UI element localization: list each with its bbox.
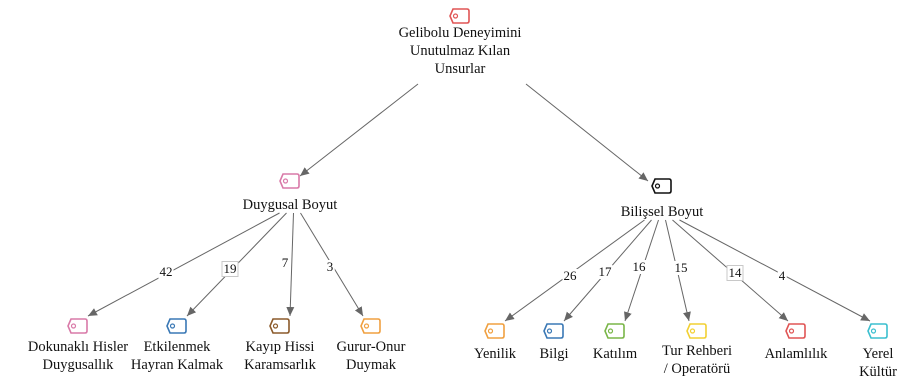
edge-count-label: 26 bbox=[562, 268, 578, 283]
child-tag-icon bbox=[269, 318, 290, 334]
edge-count-label: 42 bbox=[158, 264, 174, 279]
edge-branch-to-child bbox=[679, 219, 871, 322]
child-tag-icon bbox=[604, 323, 625, 339]
edge-count-label: 19 bbox=[221, 261, 239, 277]
edge-count-label: 16 bbox=[631, 259, 647, 274]
edge-count-label: 15 bbox=[673, 260, 689, 275]
edge-branch-to-child bbox=[87, 212, 280, 317]
child-tag-icon bbox=[543, 323, 564, 339]
child-node-label: Yenilik bbox=[473, 346, 517, 362]
edge-branch-to-child bbox=[286, 212, 295, 317]
edge-count-label: 4 bbox=[777, 268, 787, 283]
child-node-label: Yerel Kültür bbox=[859, 346, 897, 380]
child-tag-icon bbox=[686, 323, 707, 339]
edge-count-label: 14 bbox=[726, 265, 744, 281]
child-node-label: Etkilenmek Hayran Kalmak bbox=[130, 339, 224, 373]
branch-tag-icon bbox=[279, 173, 300, 189]
child-tag-icon bbox=[785, 323, 806, 339]
child-tag-icon bbox=[360, 318, 381, 334]
root-tag-icon bbox=[449, 8, 470, 24]
child-node-label: Bilgi bbox=[539, 346, 569, 362]
child-node-label: Anlamlılık bbox=[764, 346, 828, 362]
branch-node-label: Bilişsel Boyut bbox=[620, 204, 704, 220]
edge-root-to-duygusal bbox=[299, 83, 419, 177]
child-node-label: Tur Rehberi / Operatörü bbox=[662, 343, 732, 377]
edge-count-label: 3 bbox=[325, 259, 335, 274]
child-node-label: Dokunaklı Hisler Duygusallık bbox=[27, 339, 129, 373]
edge-count-label: 17 bbox=[597, 264, 613, 279]
child-node-label: Katılım bbox=[592, 346, 638, 362]
child-tag-icon bbox=[67, 318, 88, 334]
edge-count-label: 7 bbox=[280, 255, 290, 270]
child-tag-icon bbox=[166, 318, 187, 334]
root-node-label: Gelibolu Deneyimini Unutulmaz Kılan Unsu… bbox=[398, 25, 522, 77]
branch-node-label: Duygusal Boyut bbox=[242, 197, 338, 213]
child-tag-icon bbox=[484, 323, 505, 339]
child-tag-icon bbox=[867, 323, 888, 339]
child-node-label: Kayıp Hissi Karamsarlık bbox=[244, 339, 316, 373]
child-node-label: Gurur-Onur Duymak bbox=[336, 339, 406, 373]
branch-tag-icon bbox=[651, 178, 672, 194]
edge-root-to-bilissel bbox=[525, 83, 649, 182]
